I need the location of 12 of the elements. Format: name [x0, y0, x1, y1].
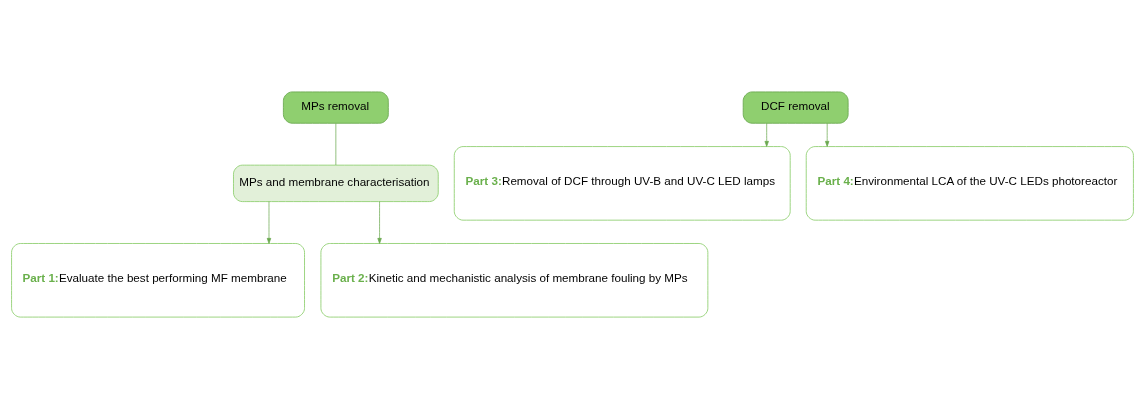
- connector: [335, 122, 337, 166]
- arrow: [764, 122, 769, 147]
- node-box: Part 4:Environmental LCA of the UV-C LEDs photoreactor: [805, 146, 1134, 221]
- arrow: [825, 122, 830, 147]
- arrow: [266, 201, 272, 244]
- node-box: MPs and membrane characterisation: [233, 164, 439, 203]
- node-box: Part 1:Evaluate the best performing MF membrane: [11, 243, 305, 318]
- arrow: [377, 201, 382, 244]
- node-box: DCF removal: [742, 91, 849, 124]
- node-box: MPs removal: [282, 91, 389, 124]
- node-box: Part 3:Removal of DCF through UV-B and UV-C LED lamps: [453, 146, 791, 221]
- node-box: Part 2:Kinetic and mechanistic analysis of membrane fouling by MPs: [320, 243, 709, 318]
